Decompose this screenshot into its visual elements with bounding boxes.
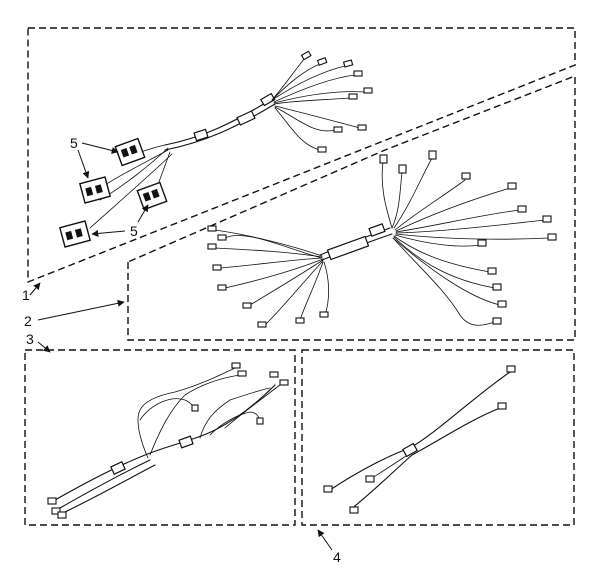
callout-5-bottom: 5 [91, 204, 149, 239]
callout-label-3: 3 [26, 331, 34, 347]
callout-5-top: 5 [70, 135, 119, 179]
frame-harness-2 [127, 74, 576, 341]
callout-3: 3 [26, 331, 51, 353]
frame-harness-4 [301, 349, 575, 526]
callout-label-1: 1 [22, 287, 30, 303]
callout-4: 4 [317, 529, 341, 565]
harness-4 [323, 365, 516, 514]
callout-1: 1 [22, 282, 41, 303]
frame-harness-3 [24, 349, 296, 526]
frame-harness-1 [27, 27, 576, 284]
plug-connector-c [136, 181, 168, 211]
callout-2: 2 [24, 299, 125, 329]
callout-label-5b: 5 [130, 223, 138, 239]
plug-connector-b [78, 176, 112, 204]
harness-2 [207, 150, 557, 328]
harness-1 [58, 50, 373, 248]
plug-connector-a [114, 137, 146, 167]
callout-label-4: 4 [333, 549, 341, 565]
plug-connector-d [58, 220, 92, 248]
callout-label-2: 2 [24, 313, 32, 329]
callout-label-5a: 5 [70, 135, 78, 151]
harness-3 [47, 362, 289, 519]
